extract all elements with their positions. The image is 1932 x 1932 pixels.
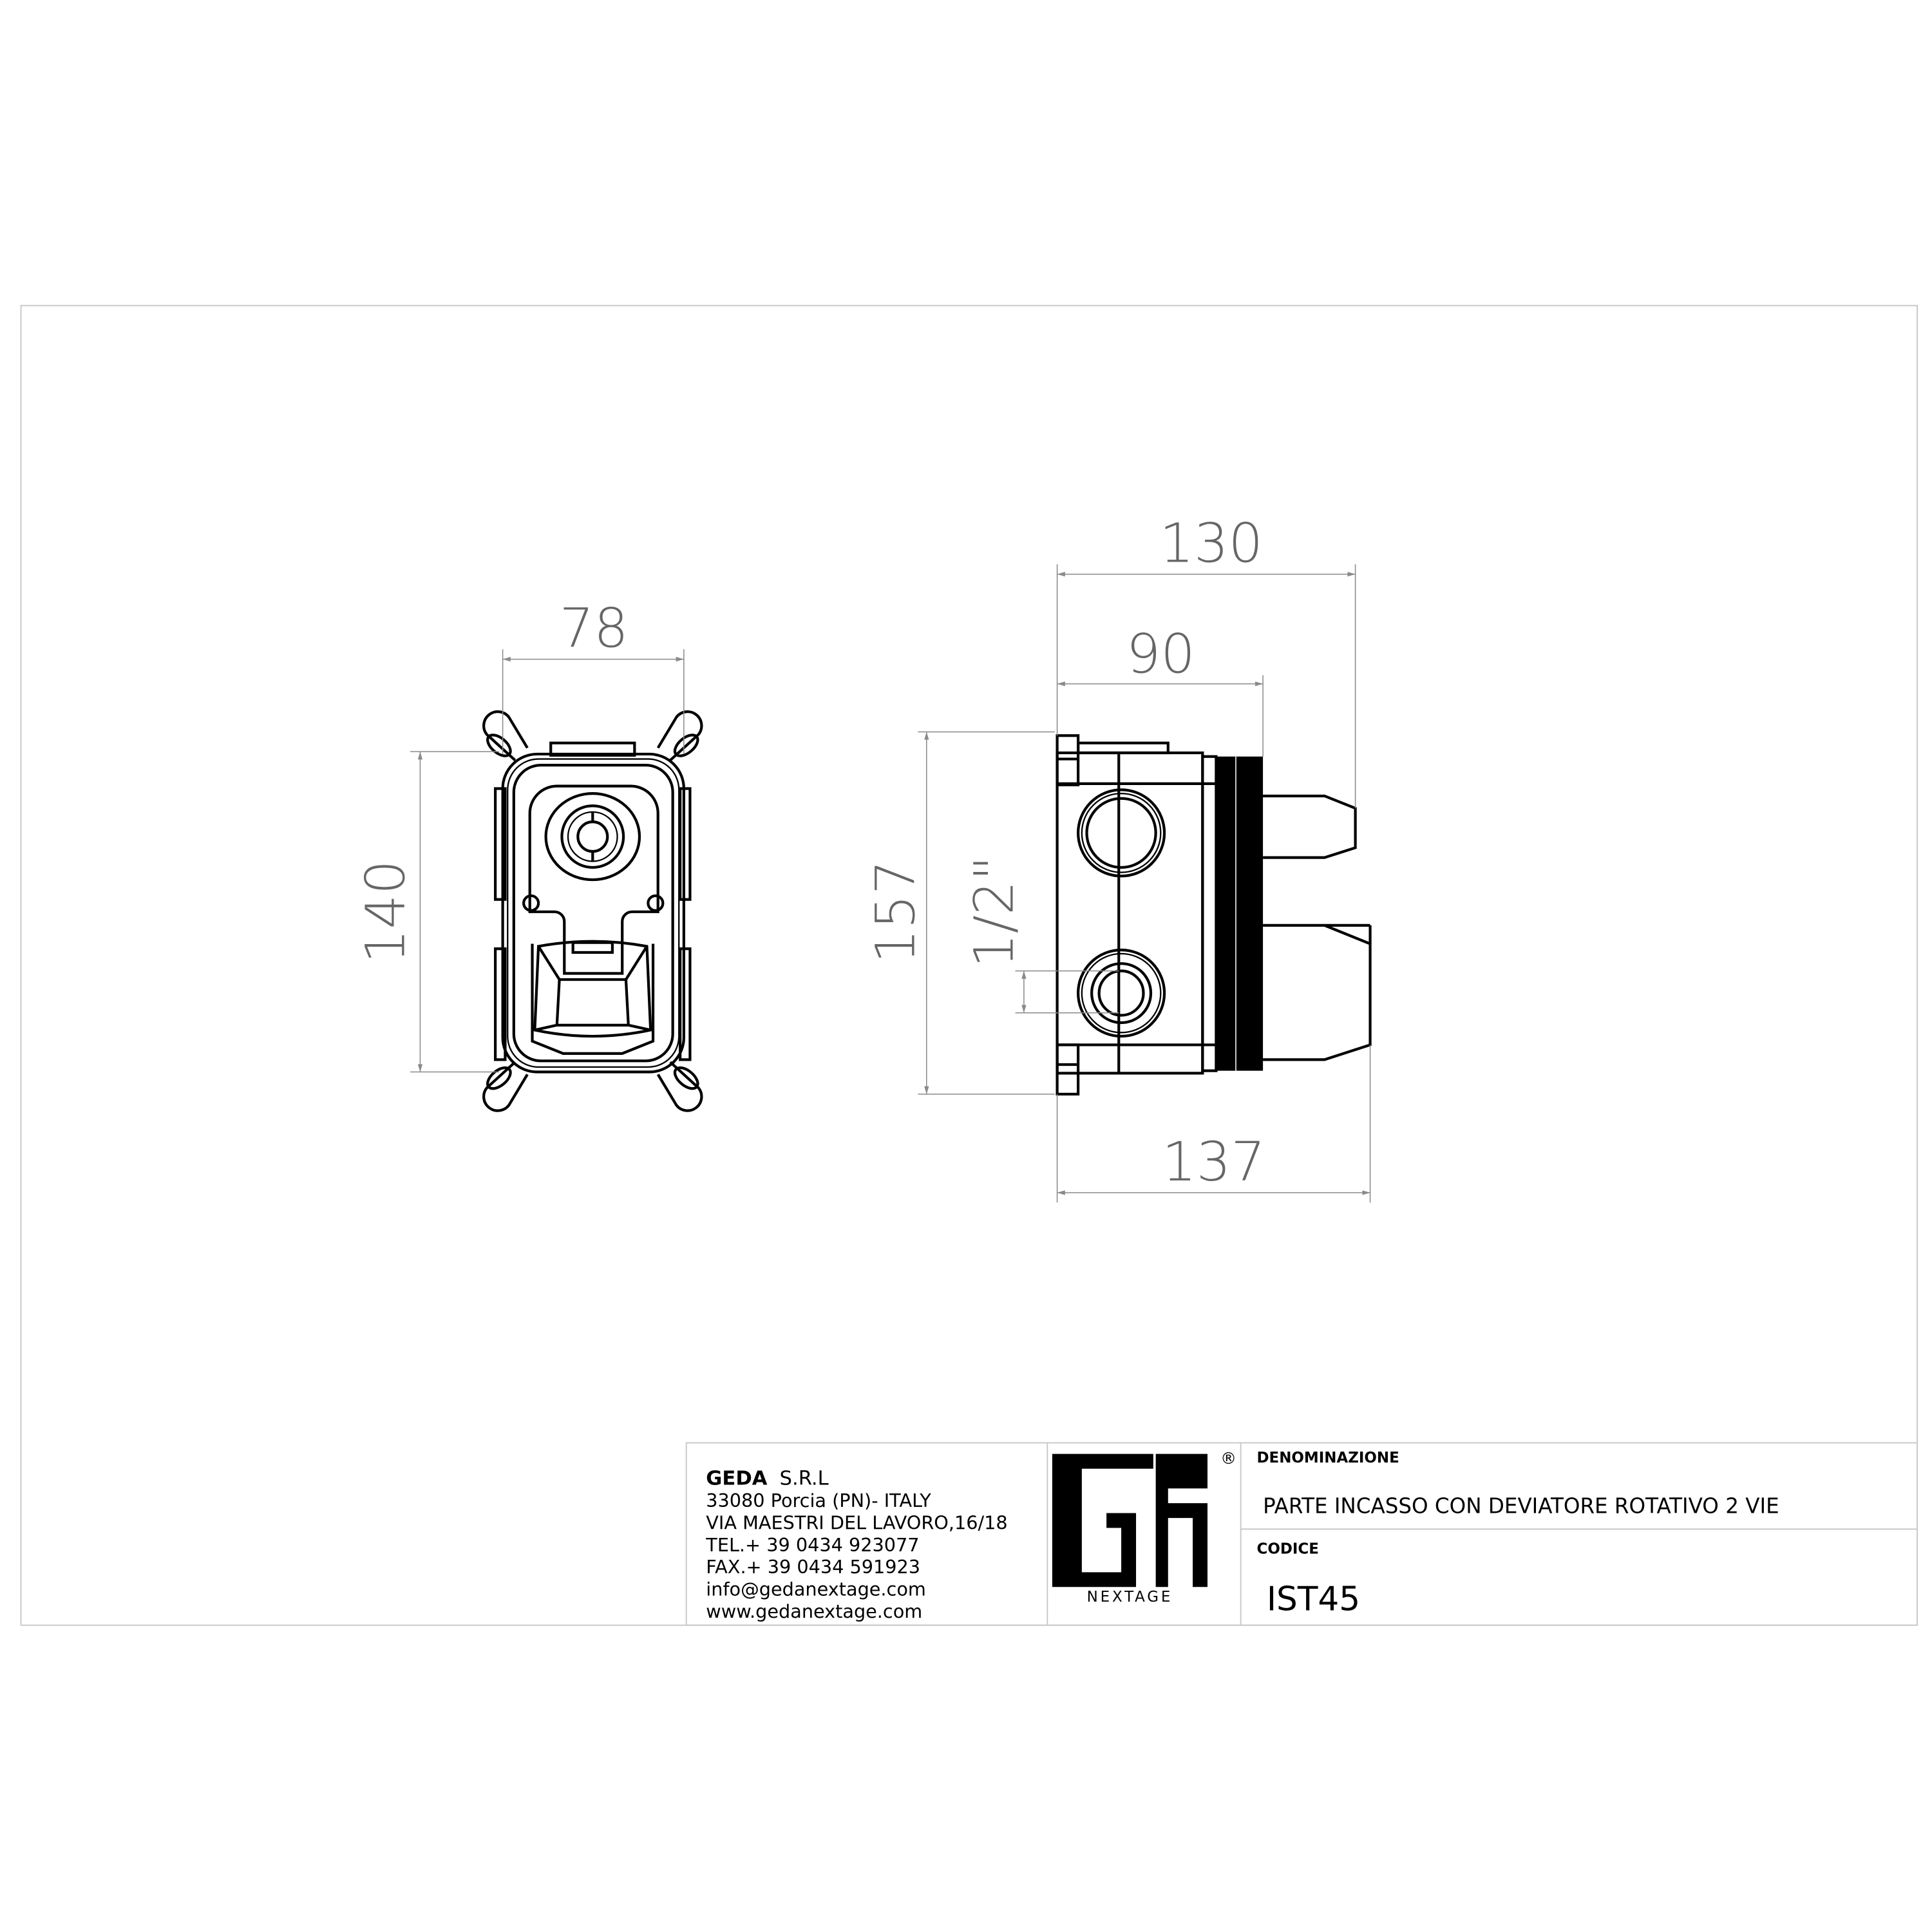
fax: FAX.+ 39 0434 591923 — [706, 1556, 920, 1578]
email-link: info@gedanextage.com — [706, 1578, 926, 1600]
company-suffix: S.R.L — [780, 1467, 829, 1490]
dim-137-label: 137 — [1162, 1130, 1265, 1193]
tel: TEL.+ 39 0434 923077 — [705, 1534, 919, 1556]
side-total-depth-dimension: 130 — [1056, 511, 1356, 809]
side-height-dimension: 157 — [864, 731, 1055, 1095]
codice-value: IST45 — [1267, 1580, 1360, 1619]
codice-label: CODICE — [1257, 1541, 1319, 1558]
dim-130-label: 130 — [1159, 511, 1263, 574]
company-name: GEDA — [706, 1467, 767, 1490]
registered-mark: ® — [1220, 1449, 1236, 1468]
side-view — [1056, 734, 1372, 1096]
title-block: GEDA S.R.L 33080 Porcia (PN)- ITALY VIA M… — [685, 1442, 1918, 1626]
denominazione-value: PARTE INCASSO CON DEVIATORE ROTATIVO 2 V… — [1263, 1493, 1779, 1518]
front-width-dimension: 78 — [502, 596, 685, 754]
side-overall-depth-dimension: 137 — [1056, 1045, 1371, 1203]
denominazione-label: DENOMINAZIONE — [1257, 1450, 1399, 1466]
website-link: www.gedanextage.com — [706, 1600, 922, 1622]
dim-78-label: 78 — [560, 596, 629, 659]
side-body-depth-dimension: 90 — [1057, 623, 1264, 757]
address-line2: VIA MAESTRI DEL LAVORO,16/18 — [706, 1511, 1007, 1533]
dim-140-label: 140 — [354, 860, 417, 963]
front-view — [482, 710, 703, 1112]
connection-size-dimension: 1/2" — [963, 856, 1119, 1014]
dim-90-label: 90 — [1126, 623, 1195, 686]
logo-text: NEXTAGE — [1087, 1589, 1173, 1605]
address-line1: 33080 Porcia (PN)- ITALY — [706, 1490, 931, 1511]
front-height-dimension: 140 — [354, 751, 499, 1073]
geda-nextage-logo: NEXTAGE ® — [1052, 1449, 1236, 1605]
dim-157-label: 157 — [864, 860, 927, 963]
dim-half-inch-label: 1/2" — [963, 856, 1026, 968]
thread-band — [1216, 756, 1264, 1071]
